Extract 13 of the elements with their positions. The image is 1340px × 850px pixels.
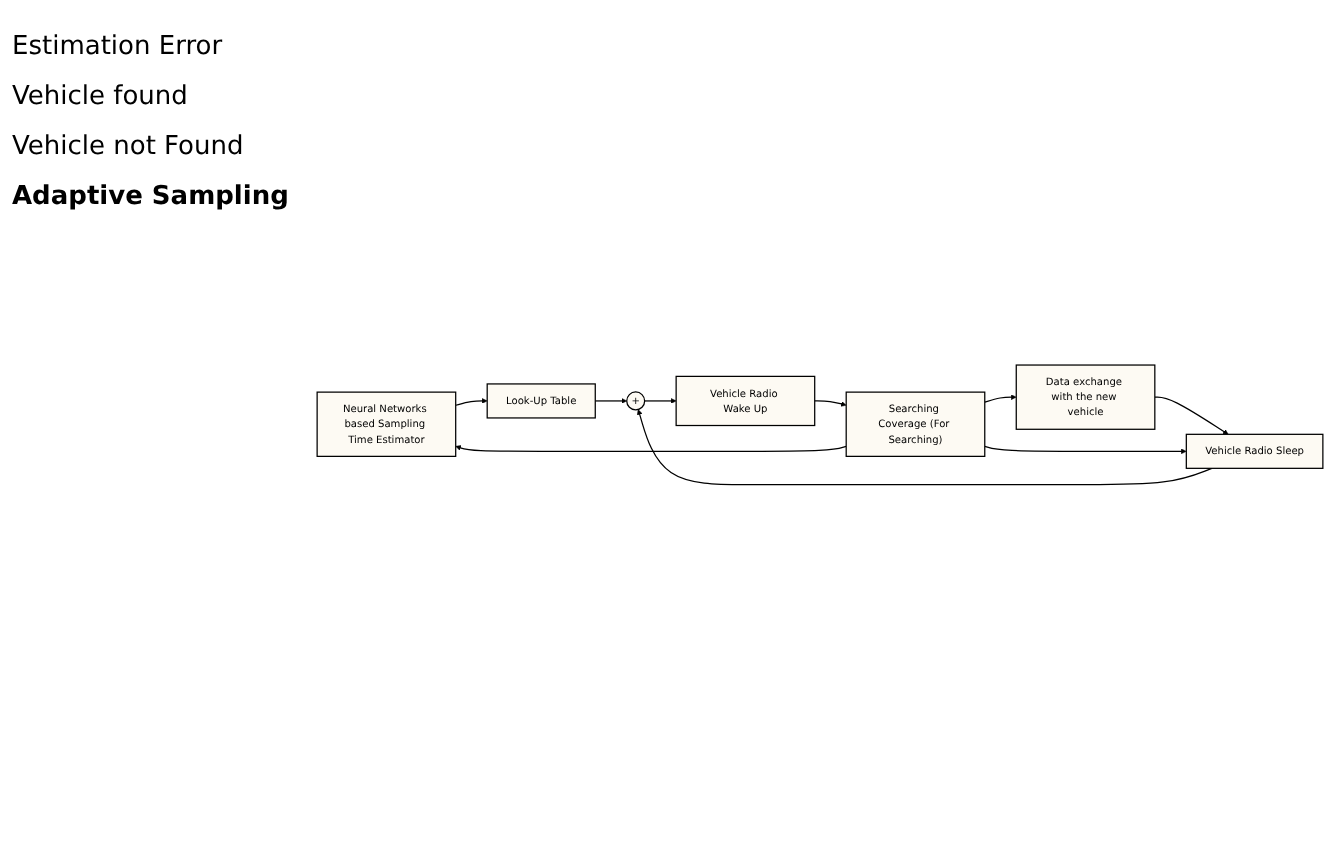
arrow bbox=[594, 398, 627, 404]
arrow bbox=[984, 394, 1017, 403]
arrow bbox=[455, 445, 847, 453]
note-label: Estimation Error bbox=[12, 32, 225, 62]
arrow bbox=[1154, 396, 1229, 435]
arrow bbox=[644, 398, 677, 404]
arrow bbox=[455, 398, 488, 406]
arrow bbox=[814, 400, 847, 407]
arrow bbox=[984, 445, 1187, 455]
note-label: Vehicle found bbox=[12, 82, 190, 112]
diagram-label: Adaptive Sampling bbox=[12, 182, 291, 212]
note-label: Vehicle not Found bbox=[12, 132, 246, 162]
arrow bbox=[637, 409, 1213, 486]
